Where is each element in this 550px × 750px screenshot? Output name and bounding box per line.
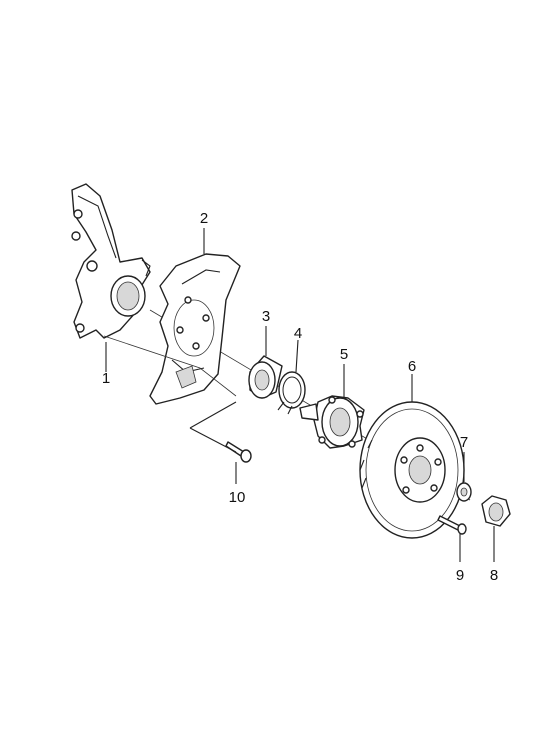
washer — [456, 482, 472, 502]
callout-8: 8 — [490, 567, 498, 584]
circlip — [277, 371, 306, 415]
wheel-bearing — [248, 355, 283, 399]
leader-line-4 — [295, 339, 299, 373]
brake-dust-shield — [149, 253, 241, 405]
callout-10: 10 — [229, 489, 246, 506]
hub-nut — [481, 495, 511, 527]
callout-4: 4 — [294, 325, 302, 342]
wheel-hub — [299, 395, 365, 449]
callout-6: 6 — [408, 358, 416, 375]
brake-disc — [359, 401, 465, 539]
callout-7: 7 — [460, 434, 468, 451]
callout-2: 2 — [200, 210, 208, 227]
knuckle-to-bolt-line — [103, 335, 237, 397]
callout-1: 1 — [102, 370, 110, 387]
callout-9: 9 — [456, 567, 464, 584]
leader-line-10 — [189, 401, 237, 484]
callout-5: 5 — [340, 346, 348, 363]
disc-screw — [437, 515, 467, 535]
callout-3: 3 — [262, 308, 270, 325]
steering-knuckle — [71, 183, 151, 339]
shield-bolt — [225, 441, 252, 463]
